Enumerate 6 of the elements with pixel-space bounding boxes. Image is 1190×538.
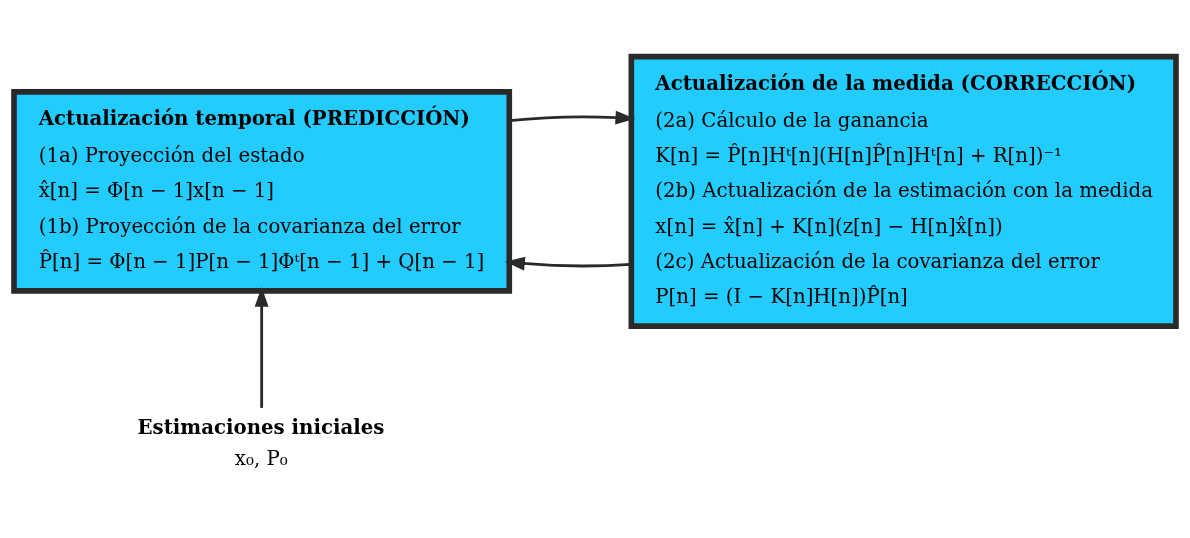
node-box: Actualización de la medida (CORRECCIÓN) (2a) Cálculo de la ganancia K[n] = P̂[n]Hᵗ[n](H[n]P̂[n]Hᵗ[n] + R[n])⁻¹ (2b) Actualización de la estimación con la medida x[n] = x̂[n] + K[n](z[n] − H[n]x̂[n]) (2c) Actualización de la covarianza del error P[n] = (I − K[n]H[n])P̂[n]: [628, 53, 1179, 329]
node-text: Estimaciones iniciales x₀, P₀: [137, 414, 385, 470]
arrow: [505, 256, 632, 271]
arrow: [254, 286, 269, 408]
arrow: [509, 110, 636, 125]
node-box: Actualización temporal (PREDICCIÓN) (1a) Proyección del estado x̂[n] = Φ[n − 1]x[n − 1] (1b) Proyección de la covarianza del error P̂[n] = Φ[n − 1]P[n − 1]Φᵗ[n − 1] + Q[n − 1]: [11, 89, 513, 294]
